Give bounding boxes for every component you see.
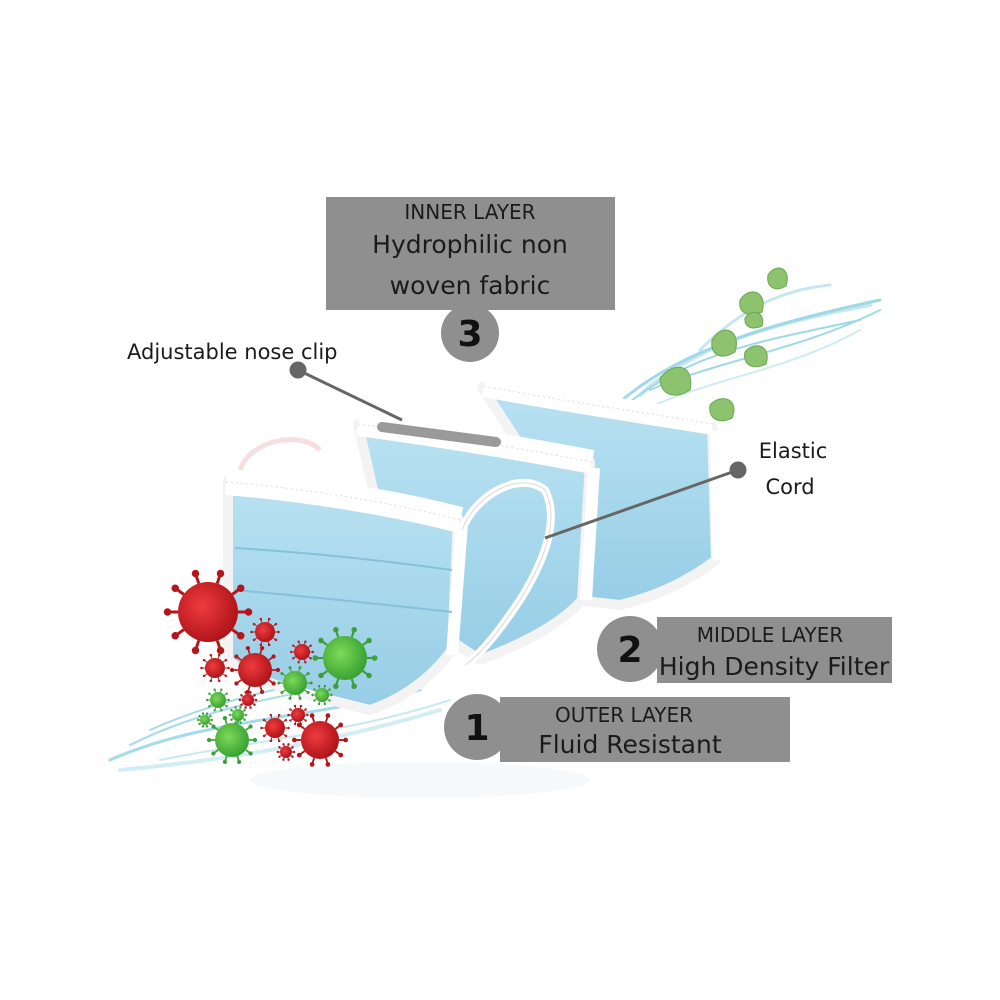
inner-layer-number: 3 — [457, 314, 482, 355]
middle-layer-box — [657, 617, 892, 683]
leaf-icon — [659, 267, 788, 422]
virus-icon — [312, 627, 378, 689]
virus-icon — [291, 713, 349, 767]
inner-layer-badge — [441, 304, 499, 362]
elastic-label-line2: Cord — [765, 475, 814, 499]
virus-icon — [238, 691, 258, 709]
virus-icon — [163, 569, 253, 655]
nose-clip-label: Adjustable nose clip — [127, 340, 338, 364]
virus-icon — [260, 713, 290, 743]
inner-layer-line1: Hydrophilic non — [372, 230, 568, 259]
outer-layer-subtitle: Fluid Resistant — [538, 730, 722, 759]
virus-icon — [276, 743, 296, 761]
virus-icon — [206, 688, 230, 712]
outer-layer-title: OUTER LAYER — [555, 703, 693, 727]
virus-icon — [287, 704, 309, 726]
inner-layer-box — [326, 197, 615, 310]
virus-icon — [197, 712, 213, 728]
virus-icon — [250, 617, 280, 647]
pointer-lines — [289, 361, 747, 540]
virus-icon — [163, 569, 378, 767]
middle-layer-title: MIDDLE LAYER — [697, 623, 844, 647]
elastic-label-line1: Elastic — [759, 439, 828, 463]
virus-icon — [277, 666, 313, 700]
middle-layer-badge — [597, 616, 663, 682]
virus-icon — [290, 640, 314, 664]
inner-layer-title: INNER LAYER — [404, 200, 535, 224]
outer-layer-number: 1 — [464, 708, 489, 749]
inner-layer-line2: woven fabric — [390, 271, 551, 300]
virus-icon — [200, 653, 230, 683]
virus-icon — [311, 684, 333, 706]
virus-icon — [229, 646, 281, 694]
outer-layer-box — [500, 697, 790, 762]
middle-layer-number: 2 — [617, 630, 642, 671]
outer-layer-badge — [444, 694, 510, 760]
middle-layer-subtitle: High Density Filter — [659, 652, 890, 681]
virus-icon — [228, 706, 248, 724]
